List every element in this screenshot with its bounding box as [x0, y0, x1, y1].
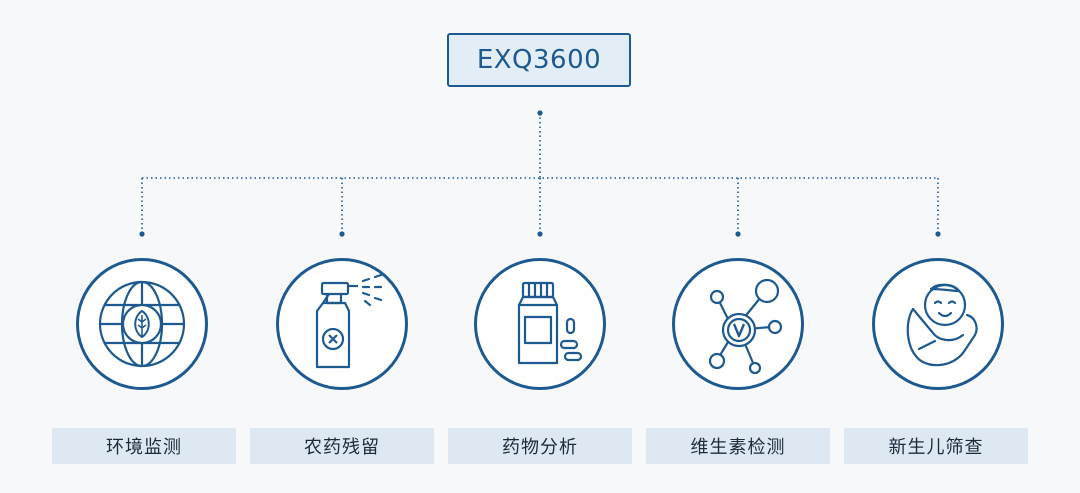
globe-leaf-icon: [98, 280, 186, 368]
item-circle-newborn: [872, 258, 1004, 390]
spray-bottle-icon: [315, 273, 383, 369]
item-label-newborn: 新生儿筛查: [844, 428, 1028, 464]
root-node: EXQ3600: [447, 33, 631, 87]
item-label-environment: 环境监测: [52, 428, 236, 464]
vitamin-molecule-icon: [708, 278, 783, 375]
item-circle-pesticide: [276, 258, 408, 390]
item-label-vitamin: 维生素检测: [646, 428, 830, 464]
item-label-drug: 药物分析: [448, 428, 632, 464]
root-label: EXQ3600: [476, 45, 602, 75]
swaddled-baby-icon: [906, 283, 978, 367]
medicine-bottle-icon: [517, 281, 583, 365]
item-circle-drug: [474, 258, 606, 390]
item-circle-vitamin: [672, 258, 804, 390]
item-label-pesticide: 农药残留: [250, 428, 434, 464]
item-circle-environment: [76, 258, 208, 390]
